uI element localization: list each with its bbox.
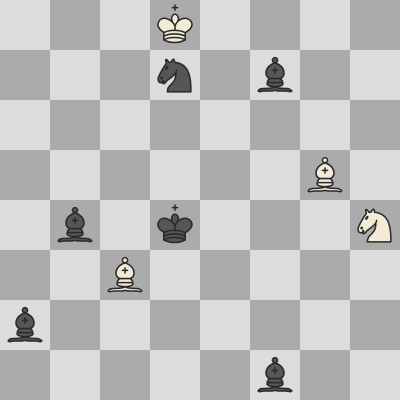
- square-h1[interactable]: [350, 350, 400, 400]
- square-f6[interactable]: [250, 100, 300, 150]
- square-d1[interactable]: [150, 350, 200, 400]
- square-b1[interactable]: [50, 350, 100, 400]
- square-e3[interactable]: [200, 250, 250, 300]
- square-g8[interactable]: [300, 0, 350, 50]
- square-f7[interactable]: [250, 50, 300, 100]
- black-king-icon[interactable]: [152, 202, 198, 248]
- square-c3[interactable]: [100, 250, 150, 300]
- square-h3[interactable]: [350, 250, 400, 300]
- square-g5[interactable]: [300, 150, 350, 200]
- square-d2[interactable]: [150, 300, 200, 350]
- square-g3[interactable]: [300, 250, 350, 300]
- black-bishop-icon[interactable]: [252, 352, 298, 398]
- square-c6[interactable]: [100, 100, 150, 150]
- square-b6[interactable]: [50, 100, 100, 150]
- square-h4[interactable]: [350, 200, 400, 250]
- square-e2[interactable]: [200, 300, 250, 350]
- square-c5[interactable]: [100, 150, 150, 200]
- square-f8[interactable]: [250, 0, 300, 50]
- square-e1[interactable]: [200, 350, 250, 400]
- square-e5[interactable]: [200, 150, 250, 200]
- square-a8[interactable]: [0, 0, 50, 50]
- black-knight-icon[interactable]: [152, 52, 198, 98]
- square-d8[interactable]: [150, 0, 200, 50]
- square-b5[interactable]: [50, 150, 100, 200]
- square-h6[interactable]: [350, 100, 400, 150]
- white-knight-icon[interactable]: [352, 202, 398, 248]
- square-e4[interactable]: [200, 200, 250, 250]
- black-bishop-icon[interactable]: [52, 202, 98, 248]
- square-e8[interactable]: [200, 0, 250, 50]
- square-a1[interactable]: [0, 350, 50, 400]
- square-e7[interactable]: [200, 50, 250, 100]
- square-h2[interactable]: [350, 300, 400, 350]
- square-c2[interactable]: [100, 300, 150, 350]
- square-b3[interactable]: [50, 250, 100, 300]
- square-g6[interactable]: [300, 100, 350, 150]
- square-d5[interactable]: [150, 150, 200, 200]
- square-d7[interactable]: [150, 50, 200, 100]
- black-bishop-icon[interactable]: [252, 52, 298, 98]
- square-b8[interactable]: [50, 0, 100, 50]
- square-g7[interactable]: [300, 50, 350, 100]
- white-bishop-icon[interactable]: [102, 252, 148, 298]
- square-a4[interactable]: [0, 200, 50, 250]
- square-b4[interactable]: [50, 200, 100, 250]
- square-c4[interactable]: [100, 200, 150, 250]
- square-f1[interactable]: [250, 350, 300, 400]
- square-a2[interactable]: [0, 300, 50, 350]
- square-e6[interactable]: [200, 100, 250, 150]
- square-c1[interactable]: [100, 350, 150, 400]
- square-h5[interactable]: [350, 150, 400, 200]
- square-h7[interactable]: [350, 50, 400, 100]
- square-f5[interactable]: [250, 150, 300, 200]
- square-c7[interactable]: [100, 50, 150, 100]
- square-g1[interactable]: [300, 350, 350, 400]
- square-a7[interactable]: [0, 50, 50, 100]
- square-a3[interactable]: [0, 250, 50, 300]
- square-h8[interactable]: [350, 0, 400, 50]
- black-bishop-icon[interactable]: [2, 302, 48, 348]
- square-a5[interactable]: [0, 150, 50, 200]
- square-c8[interactable]: [100, 0, 150, 50]
- square-d3[interactable]: [150, 250, 200, 300]
- square-g4[interactable]: [300, 200, 350, 250]
- white-bishop-icon[interactable]: [302, 152, 348, 198]
- square-f2[interactable]: [250, 300, 300, 350]
- square-d4[interactable]: [150, 200, 200, 250]
- square-d6[interactable]: [150, 100, 200, 150]
- square-a6[interactable]: [0, 100, 50, 150]
- square-g2[interactable]: [300, 300, 350, 350]
- square-f4[interactable]: [250, 200, 300, 250]
- square-f3[interactable]: [250, 250, 300, 300]
- square-b2[interactable]: [50, 300, 100, 350]
- white-king-icon[interactable]: [152, 2, 198, 48]
- square-b7[interactable]: [50, 50, 100, 100]
